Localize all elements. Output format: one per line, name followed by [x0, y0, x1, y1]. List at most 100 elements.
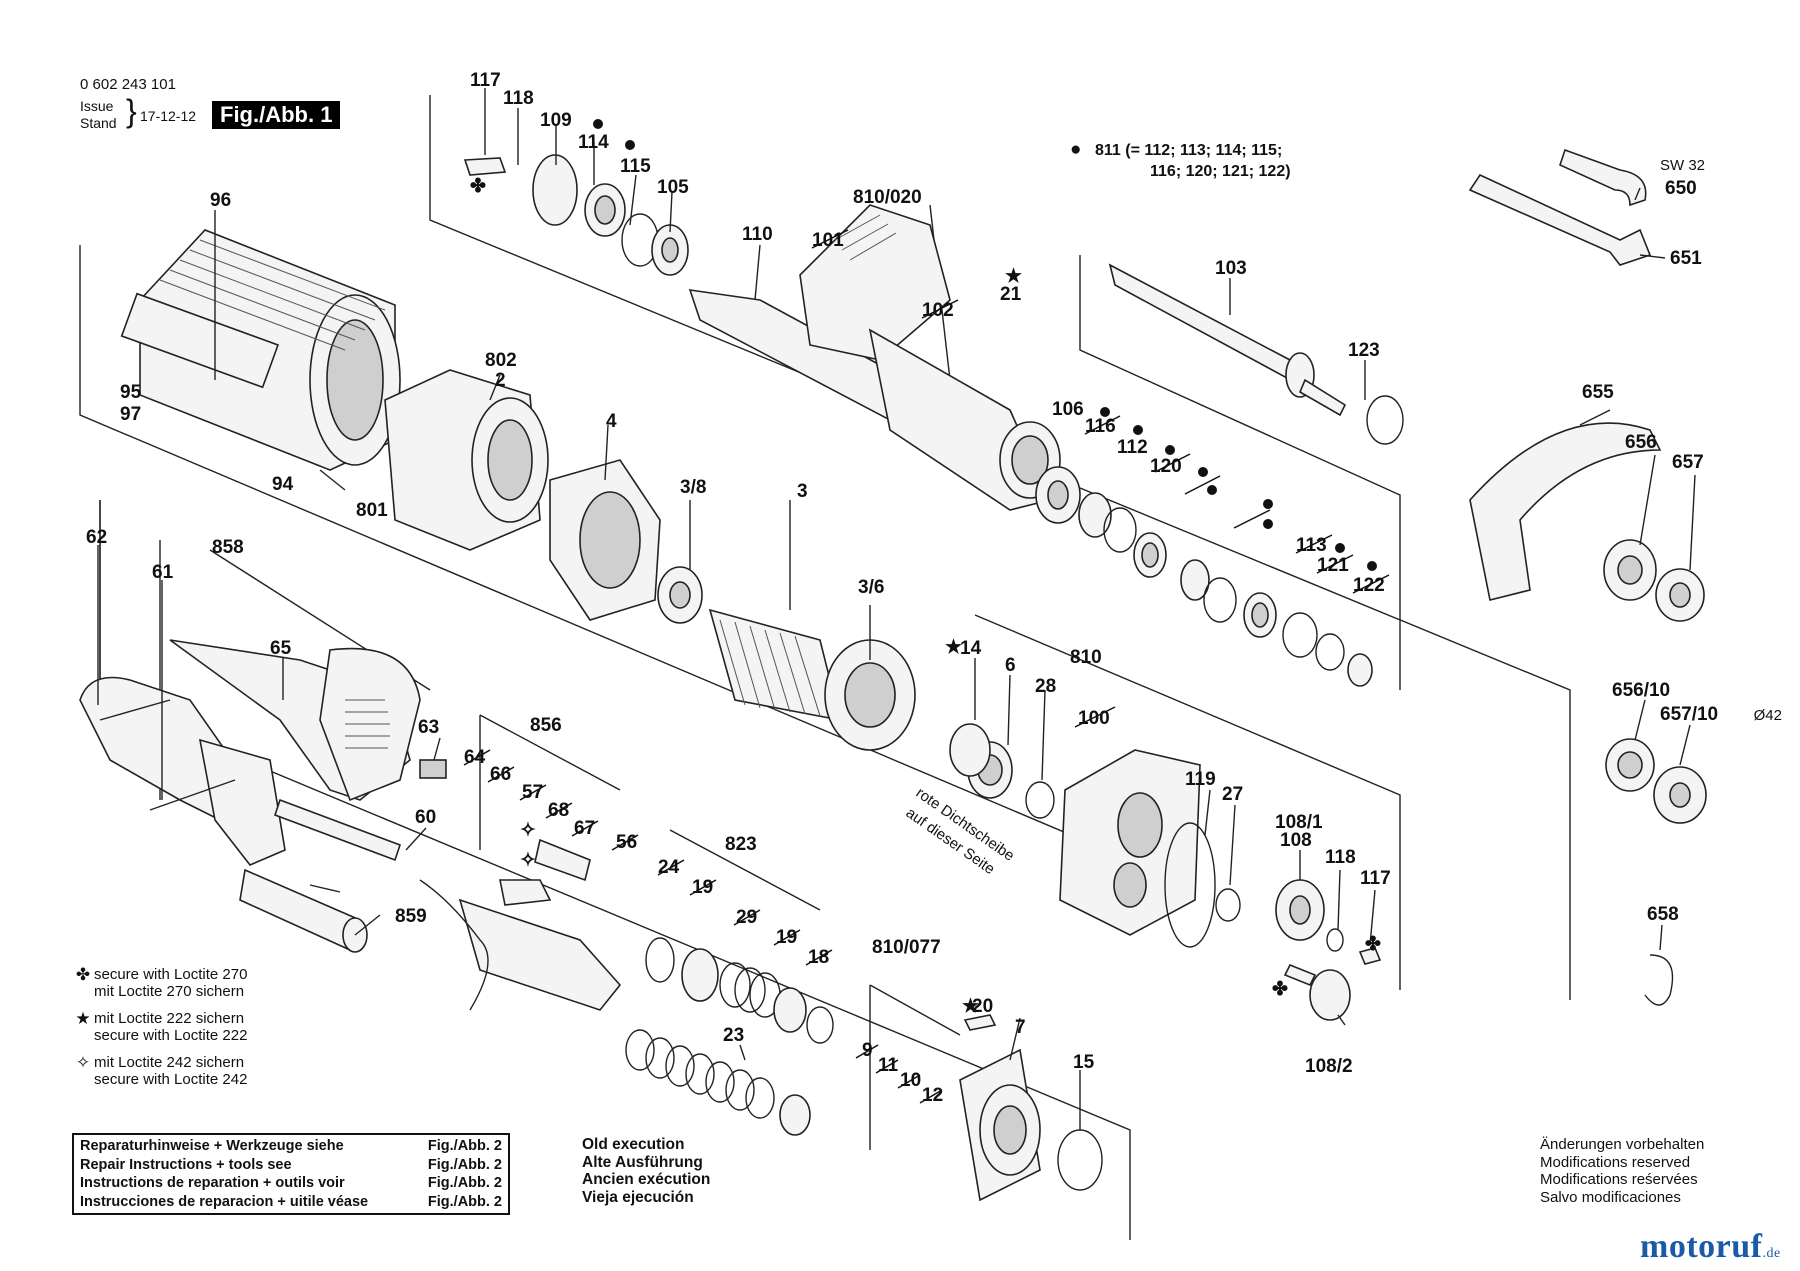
legend-text: secure with Loctite 222: [94, 1027, 248, 1044]
part-label: 18: [808, 947, 829, 968]
legend-text: mit Loctite 270 sichern: [94, 983, 245, 1000]
svg-text:✤: ✤: [1365, 934, 1381, 955]
part-label: 120: [1150, 456, 1182, 477]
part-label: 11: [878, 1055, 899, 1076]
issue-text: Issue: [80, 98, 114, 114]
svg-text:✧: ✧: [520, 850, 536, 871]
part-label: 801: [356, 500, 388, 521]
part-label: 65: [270, 638, 292, 659]
brand-tld: .de: [1762, 1246, 1781, 1261]
old-execution-line: Alte Ausführung: [582, 1153, 703, 1171]
part-labels: 117 118 109 114 115 105 110 810/020 101 …: [86, 70, 1718, 1106]
repair-row: Repair Instructions + tools see Fig./Abb…: [80, 1156, 502, 1175]
part-label: 122: [1353, 575, 1385, 596]
spring-set: [625, 937, 834, 1136]
spanner-wrench: [1468, 148, 1652, 266]
part-label: 112: [1117, 437, 1148, 458]
motor-housing: [120, 229, 401, 471]
bearing-stack: [1035, 466, 1373, 687]
part-label: 15: [1073, 1052, 1095, 1073]
part-label: 108/2: [1305, 1056, 1353, 1077]
part-label: 823: [725, 834, 757, 855]
set-note-line2: 116; 120; 121; 122): [1150, 163, 1291, 180]
part-label: 118: [1325, 847, 1356, 868]
part-label: 119: [1185, 769, 1216, 790]
part-label: 802: [485, 350, 517, 371]
part-label: 24: [658, 857, 680, 878]
repair-row: Instructions de reparation + outils voir…: [80, 1174, 502, 1193]
part-label: 97: [120, 404, 141, 425]
brand-name: motoruf: [1640, 1228, 1763, 1265]
repair-text: Instrucciones de reparacion + uitile véa…: [80, 1193, 369, 1210]
loctite-legend: ✤ secure with Loctite 270 mit Loctite 27…: [72, 966, 247, 1098]
issue-date: 17-12-12: [140, 108, 197, 124]
part-label: 68: [548, 800, 569, 821]
legend-text: mit Loctite 222 sichern: [94, 1010, 245, 1027]
legend-row: ★ mit Loctite 222 sichern secure with Lo…: [72, 1010, 247, 1044]
output-shaft: [1108, 263, 1404, 445]
gear-108: [1275, 879, 1382, 1021]
repair-instructions-box: Reparaturhinweise + Werkzeuge siehe Fig.…: [72, 1133, 510, 1215]
svg-text:✧: ✧: [520, 820, 536, 841]
part-label: 63: [418, 717, 439, 738]
part-label: 108/1: [1275, 812, 1323, 833]
fan-baffle: [549, 459, 661, 621]
old-execution-note: Old execution Alte Ausführung Ancien exé…: [582, 1136, 710, 1206]
issue-brace: }: [126, 93, 137, 129]
part-label: 656/10: [1612, 680, 1670, 701]
part-label: 118: [503, 88, 534, 109]
part-label: 62: [86, 527, 107, 548]
part-label: 110: [742, 224, 773, 245]
part-label: 3: [797, 481, 808, 502]
part-label: 28: [1035, 676, 1056, 697]
part-label: 67: [574, 818, 595, 839]
part-label: 102: [922, 300, 954, 321]
repair-ref: Fig./Abb. 2: [427, 1156, 502, 1173]
wrench-size: SW 32: [1660, 157, 1705, 174]
handle-assembly: [79, 639, 447, 953]
part-label: 3/6: [858, 577, 884, 598]
part-label: 856: [530, 715, 562, 736]
part-label: 106: [1052, 399, 1084, 420]
part-label: 859: [395, 906, 427, 927]
flange-diameter: Ø42: [1754, 707, 1782, 724]
part-label: 810: [1070, 647, 1102, 668]
part-label: 116: [1085, 416, 1116, 437]
part-label: 95: [120, 382, 142, 403]
part-label: 658: [1647, 904, 1679, 925]
part-label: 6: [1005, 655, 1016, 676]
legend-text: secure with Loctite 242: [94, 1071, 248, 1088]
part-label: 121: [1317, 555, 1349, 576]
stand-text: Stand: [80, 115, 117, 131]
svg-text:★: ★: [945, 637, 962, 658]
part-label: 12: [922, 1085, 943, 1106]
repair-ref: Fig./Abb. 2: [427, 1138, 502, 1154]
superseded-marks: [463, 229, 1390, 1104]
part-label: 3/8: [680, 477, 706, 498]
wheel-guard: [1469, 422, 1707, 1006]
part-label: 7: [1015, 1017, 1026, 1038]
part-label: 101: [812, 230, 844, 251]
repair-row: Reparaturhinweise + Werkzeuge siehe Fig.…: [80, 1137, 502, 1156]
loctite-242-icon: ✧: [75, 1053, 91, 1072]
part-label: 117: [470, 70, 501, 91]
part-label: 103: [1215, 258, 1247, 279]
part-label: 108: [1280, 830, 1312, 851]
old-execution-line: Vieja ejecución: [582, 1188, 694, 1206]
armature: [657, 566, 916, 751]
part-label: 23: [723, 1025, 744, 1046]
legend-text: secure with Loctite 270: [94, 966, 248, 983]
modifications-note: Änderungen vorbehalten Modifications res…: [1540, 1136, 1704, 1206]
part-label: 810/020: [853, 187, 922, 208]
document-number: 0 602 243 101: [80, 76, 176, 93]
part-label: 57: [522, 782, 543, 803]
switch-assembly: [419, 838, 622, 1011]
part-label: 2: [495, 370, 506, 391]
legend-text: mit Loctite 242 sichern: [94, 1054, 245, 1071]
part-label: 60: [415, 807, 436, 828]
part-label: 656: [1625, 432, 1657, 453]
old-execution-line: Ancien exécution: [582, 1171, 711, 1188]
part-label: 651: [1670, 248, 1702, 269]
part-label: 20: [972, 996, 993, 1017]
